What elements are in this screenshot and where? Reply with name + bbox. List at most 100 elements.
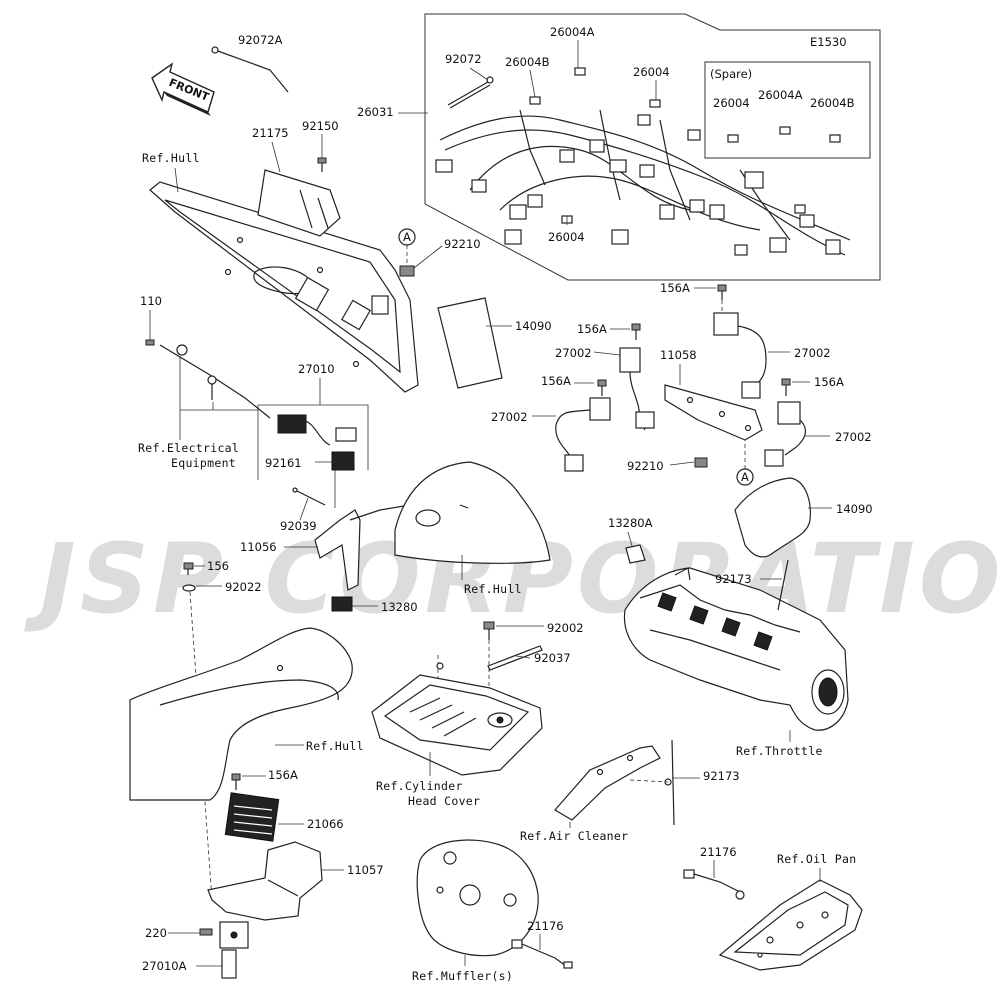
part-156A-2: 156A [577, 322, 607, 336]
air-cleaner-bracket [554, 745, 661, 821]
ref-hull-mid: Ref.Hull [464, 582, 522, 596]
part-92022: 92022 [225, 580, 262, 594]
part-27002-1: 27002 [555, 346, 592, 360]
diagram-code: E1530 [810, 35, 847, 49]
bolt-156 [183, 562, 194, 575]
oil-pan [718, 879, 863, 971]
ref-throttle: Ref.Throttle [736, 744, 823, 758]
sheet-14090-upper [437, 297, 503, 389]
spare-part-26004: 26004 [713, 96, 750, 110]
cylinder-head-cover [371, 662, 543, 776]
cover-21175 [257, 169, 341, 237]
part-27002-2: 27002 [794, 346, 831, 360]
part-13280A: 13280A [608, 516, 653, 530]
part-92173-upper: 92173 [715, 572, 752, 586]
ref-electrical-2: Equipment [171, 456, 236, 470]
part-27002-3: 27002 [491, 410, 528, 424]
part-27002-4: 27002 [835, 430, 872, 444]
clip-13280 [331, 596, 353, 612]
part-21176-2: 21176 [527, 919, 564, 933]
callout-a-upper-label: A [403, 230, 411, 244]
part-110: 110 [140, 294, 162, 308]
harness-box [424, 13, 881, 281]
part-92072: 92072 [445, 52, 482, 66]
part-26004-top: 26004 [633, 65, 670, 79]
part-27010A: 27010A [142, 959, 187, 973]
hull-lower [129, 627, 353, 801]
part-11058: 11058 [660, 348, 697, 362]
bolt-92150 [317, 157, 327, 172]
part-156A-3: 156A [541, 374, 571, 388]
part-156A-4: 156A [814, 375, 844, 389]
bolt-156A-5 [231, 773, 241, 790]
part-156A-1: 156A [660, 281, 690, 295]
bracket-11056 [314, 504, 411, 591]
spare-box [704, 61, 871, 159]
ref-muffler: Ref.Muffler(s) [412, 969, 513, 983]
part-14090-lower: 14090 [836, 502, 873, 516]
bolt-220 [199, 928, 213, 936]
tie-92072A [211, 46, 289, 93]
callout-a-lower-label: A [741, 470, 749, 484]
part-21176-1: 21176 [700, 845, 737, 859]
part-21066: 21066 [307, 817, 344, 831]
ref-hull-top: Ref.Hull [142, 151, 200, 165]
bracket-11057 [207, 841, 323, 921]
bolt-110 [145, 339, 155, 346]
part-27010: 27010 [298, 362, 335, 376]
front-arrow-icon: FRONT [151, 62, 215, 116]
cover-14090-lower [734, 477, 811, 558]
washer-92022 [182, 584, 196, 592]
part-156: 156 [207, 559, 229, 573]
part-13280: 13280 [381, 600, 418, 614]
relay-92161 [331, 451, 355, 471]
part-92210-upper: 92210 [444, 237, 481, 251]
spare-label: (Spare) [710, 67, 752, 81]
part-220: 220 [145, 926, 167, 940]
clip-13280A [625, 544, 646, 564]
sensor-27002-c [555, 397, 611, 472]
part-21175: 21175 [252, 126, 289, 140]
ref-air-cleaner: Ref.Air Cleaner [520, 829, 628, 843]
harness-27010 [159, 344, 357, 446]
spare-part-26004A: 26004A [758, 88, 803, 102]
bolt-92002 [483, 621, 495, 640]
muffler [416, 839, 539, 957]
tie-92173-upper [777, 559, 789, 611]
ref-hull-low: Ref.Hull [306, 739, 364, 753]
part-92161: 92161 [265, 456, 302, 470]
part-26031: 26031 [357, 105, 394, 119]
part-11057: 11057 [347, 863, 384, 877]
clip-92210-upper [399, 265, 415, 277]
connector-27010A [219, 921, 249, 979]
bolt-156A-1 [717, 284, 727, 300]
wiring-harness [435, 67, 851, 256]
part-92210-lower: 92210 [627, 459, 664, 473]
sensor-27002-a [619, 347, 655, 431]
clip-92210-lower [694, 457, 708, 468]
intake-manifold [623, 567, 849, 731]
hull-center [394, 461, 551, 564]
part-26004B: 26004B [505, 55, 550, 69]
ref-cyl-head-2: Head Cover [408, 794, 480, 808]
part-26004-bottom: 26004 [548, 230, 585, 244]
sensor-27002-d [764, 401, 807, 467]
part-92002: 92002 [547, 621, 584, 635]
part-11056: 11056 [240, 540, 277, 554]
tie-92173-lower [671, 739, 675, 826]
sensor-21176-muffler [511, 939, 573, 969]
part-14090-upper: 14090 [515, 319, 552, 333]
bolt-156A-2 [631, 323, 641, 340]
part-92039: 92039 [280, 519, 317, 533]
regulator-21066 [224, 792, 280, 842]
ref-cyl-head-1: Ref.Cylinder [376, 779, 463, 793]
bolt-156A-4 [781, 378, 791, 396]
part-92037: 92037 [534, 651, 571, 665]
part-92150: 92150 [302, 119, 339, 133]
spare-part-26004B: 26004B [810, 96, 855, 110]
bolt-156A-3 [597, 379, 607, 396]
part-92173-lower: 92173 [703, 769, 740, 783]
part-26004A: 26004A [550, 25, 595, 39]
ref-oil-pan: Ref.Oil Pan [777, 852, 856, 866]
